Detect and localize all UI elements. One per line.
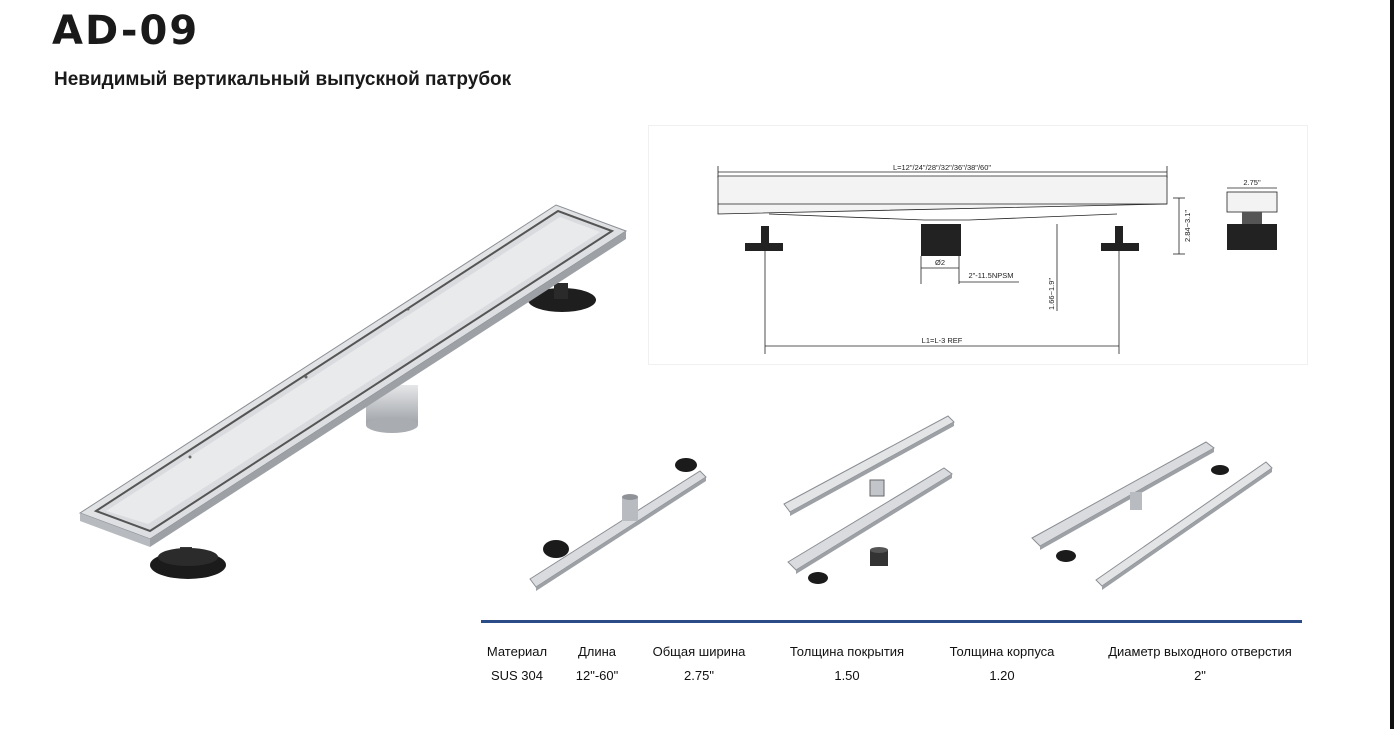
open-cover-view bbox=[1031, 441, 1273, 590]
spec-divider bbox=[481, 620, 1302, 623]
spec-value: 12"-60" bbox=[575, 668, 619, 683]
thread-size-label: 2"-11.5NPSM bbox=[968, 271, 1013, 280]
product-subtitle: Невидимый вертикальный выпускной патрубо… bbox=[54, 69, 512, 90]
page-edge-bar bbox=[1390, 0, 1394, 729]
spec-cover-thickness: Толщина покрытия 1.50 bbox=[774, 643, 920, 685]
model-number: AD-09 bbox=[52, 8, 200, 54]
spec-label: Диаметр выходного отверстия bbox=[1108, 644, 1292, 659]
outlet-diameter-label: Ø2 bbox=[935, 258, 945, 267]
spec-outlet-diameter: Диаметр выходного отверстия 2" bbox=[1096, 643, 1304, 685]
spec-length: Длина 12"-60" bbox=[566, 643, 628, 685]
exploded-assembly-view bbox=[783, 415, 955, 584]
spec-label: Длина bbox=[577, 644, 617, 659]
channel-bottom-view bbox=[529, 458, 707, 591]
spec-value: 2" bbox=[1194, 668, 1206, 683]
spec-value: 1.50 bbox=[834, 668, 860, 683]
overall-height-label: 2.84~3.1" bbox=[1183, 210, 1192, 242]
spec-body-thickness: Толщина корпуса 1.20 bbox=[938, 643, 1066, 685]
l1-reference-label: L1=L-3 REF bbox=[922, 336, 963, 345]
spec-label: Толщина корпуса bbox=[949, 644, 1055, 659]
length-dimension-label: L=12"/24"/28"/32"/36"/38"/60" bbox=[893, 163, 991, 172]
spec-label: Толщина покрытия bbox=[789, 644, 905, 659]
spec-value: 2.75" bbox=[684, 668, 714, 683]
side-width-label: 2.75" bbox=[1243, 178, 1261, 187]
spec-value: 1.20 bbox=[989, 668, 1015, 683]
spec-value: SUS 304 bbox=[490, 668, 544, 683]
spec-label: Материал bbox=[486, 644, 548, 659]
product-hero-image bbox=[78, 204, 628, 579]
leg-height-label: 1.66~1.9" bbox=[1047, 278, 1056, 310]
spec-overall-width: Общая ширина 2.75" bbox=[642, 643, 756, 685]
spec-material: Материал SUS 304 bbox=[478, 643, 556, 685]
spec-label: Общая ширина bbox=[652, 644, 746, 659]
technical-drawing: L=12"/24"/28"/32"/36"/38"/60" Ø2 2"-11.5… bbox=[648, 125, 1308, 365]
